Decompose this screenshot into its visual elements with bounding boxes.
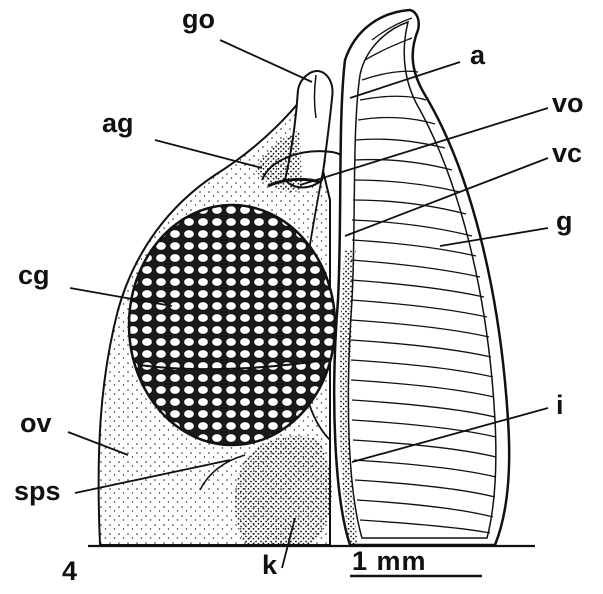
label-ov: ov [20,410,52,437]
label-vo: vo [552,90,584,117]
label-g: g [556,208,573,235]
label-sps: sps [14,478,61,505]
scale-bar-label: 1 mm [352,548,427,575]
label-ag: ag [102,110,134,137]
label-cg: cg [18,262,50,289]
cement-gland [129,205,335,445]
label-i: i [556,392,564,419]
label-go: go [182,6,215,33]
label-vc: vc [552,140,582,167]
label-k: k [262,552,277,579]
label-a: a [470,42,485,69]
figure-number: 4 [62,558,77,585]
